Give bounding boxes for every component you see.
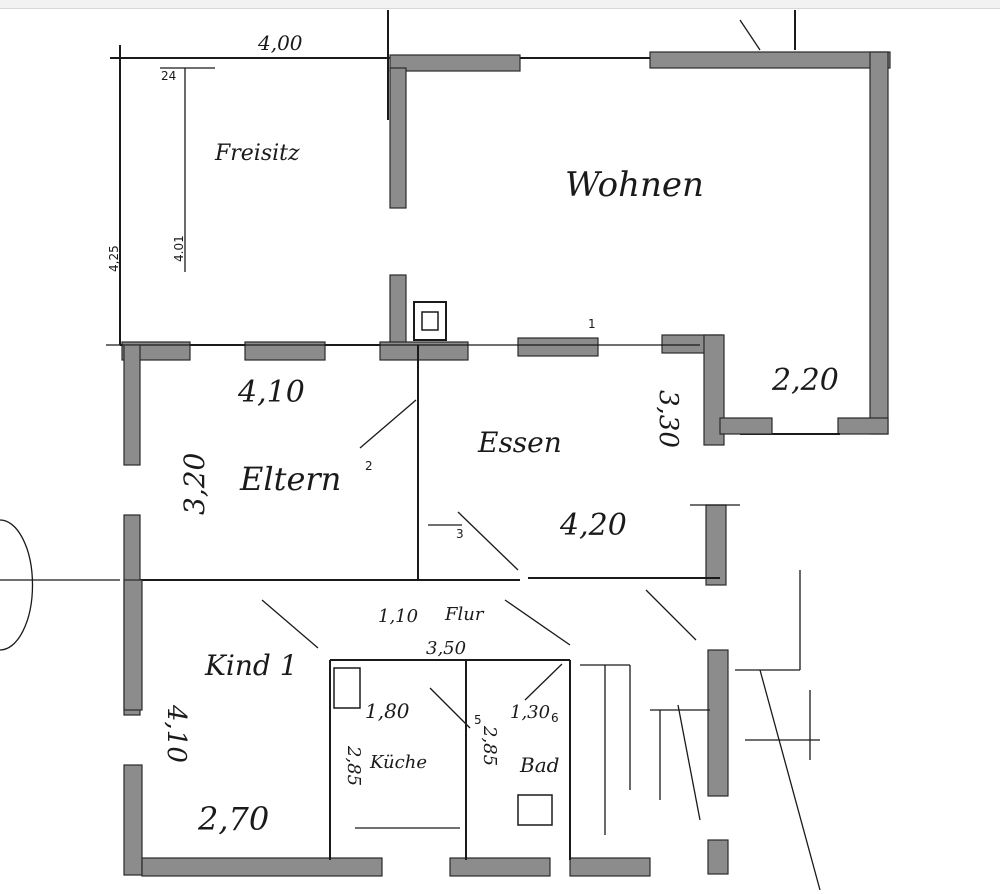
dim-inner-401: 4.01: [172, 235, 186, 262]
dim-kueche-height: 2,85: [343, 745, 364, 786]
dim-essen-height: 3,30: [653, 390, 683, 448]
lower-walls: [123, 579, 729, 877]
room-label-wohnen: Wohnen: [565, 165, 704, 205]
door-swing-2: [359, 399, 417, 449]
dim-bad-height: 2,85: [479, 725, 500, 766]
door-number-6: 6: [551, 711, 559, 725]
door-number-3: 3: [456, 527, 464, 541]
dim-kueche-width: 1,80: [365, 699, 410, 723]
door-number-2: 2: [365, 459, 373, 473]
door-number-5: 5: [474, 713, 482, 727]
room-label-bad: Bad: [519, 753, 559, 777]
dim-kind-width: 2,70: [197, 800, 269, 838]
room-label-flur: Flur: [444, 604, 485, 625]
room-label-eltern: Eltern: [239, 460, 341, 498]
viewer-top-bar: [0, 0, 1000, 9]
essen-walls: [428, 504, 740, 586]
room-label-freisitz: Freisitz: [214, 141, 300, 166]
chimney: [413, 301, 447, 341]
dim-flur-width: 1,10: [378, 606, 418, 627]
door-swing-6: [524, 663, 563, 701]
dim-bad-width: 1,30: [510, 702, 550, 723]
dim-essen-width: 4,20: [559, 508, 627, 543]
dim-eltern-width: 4,10: [237, 375, 305, 410]
door-swing-3: [457, 511, 519, 571]
door-swing-kind: [261, 599, 319, 649]
dim-flur-350: 3,50: [426, 638, 466, 659]
dim-left-height: 4,25: [107, 245, 121, 272]
dim-wohnen-220: 2,20: [771, 363, 839, 398]
door-number-1: 1: [588, 317, 596, 331]
bath-fixture-icon: [517, 794, 553, 826]
freisitz-outline: [110, 10, 390, 346]
door-swing-flur: [504, 599, 571, 646]
dim-kind-height: 4,10: [161, 704, 191, 763]
dim-24: 24: [161, 69, 176, 83]
door-swing-5: [429, 687, 471, 729]
compass-arc: [0, 519, 34, 651]
door-swing-right: [645, 589, 697, 641]
room-label-kueche: Küche: [369, 752, 427, 773]
dim-eltern-height: 3,20: [178, 453, 211, 515]
stair-lines: [580, 570, 821, 891]
dim-top-width: 4,00: [257, 31, 303, 55]
room-label-kind: Kind 1: [204, 649, 298, 682]
room-label-essen: Essen: [477, 426, 562, 459]
stove-icon: [333, 667, 361, 709]
wohnen-walls: [389, 10, 891, 435]
